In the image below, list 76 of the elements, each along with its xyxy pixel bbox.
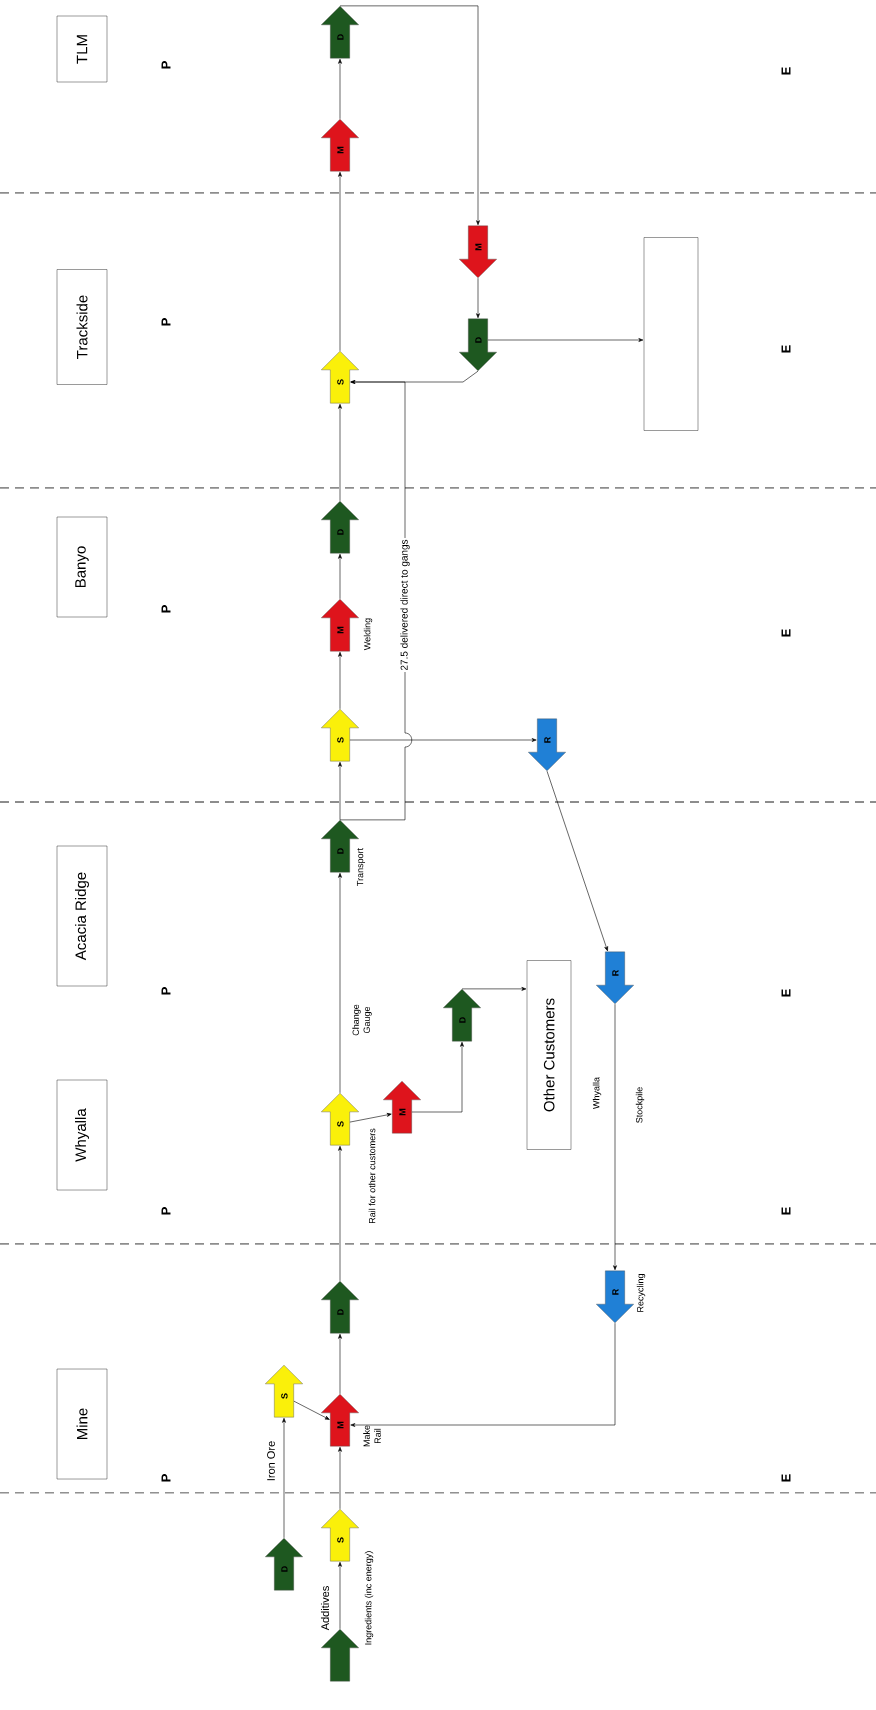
lane-letter: E bbox=[781, 345, 791, 353]
lane-letter: P bbox=[161, 987, 171, 995]
edge-label: 27.5 delivered direct to gangs bbox=[398, 537, 412, 673]
flow-arrow bbox=[339, 5, 480, 226]
step-block: S bbox=[321, 350, 359, 404]
flow-arrow bbox=[476, 277, 480, 319]
lane-letter: E bbox=[781, 1207, 791, 1215]
step-block: D bbox=[459, 318, 497, 372]
step-block: S bbox=[265, 1364, 303, 1418]
location-box: Mine bbox=[56, 1368, 108, 1480]
step-block: D bbox=[265, 1537, 303, 1591]
step-block: D bbox=[321, 1280, 359, 1334]
flow-arrow bbox=[349, 738, 537, 742]
location-box: Whyalla bbox=[56, 1079, 108, 1191]
area-label: Stockpile bbox=[635, 1087, 645, 1123]
customer-box: Other Customers bbox=[526, 960, 572, 1150]
flow-arrow bbox=[487, 338, 644, 342]
lane-letter: P bbox=[161, 1474, 171, 1482]
flow-arrow bbox=[613, 1003, 617, 1271]
flow-arrow bbox=[349, 1113, 392, 1123]
step-block: R bbox=[528, 718, 566, 772]
flow-arrow bbox=[338, 761, 342, 821]
flow-arrow bbox=[546, 770, 608, 952]
edge-label: Iron Ore bbox=[265, 1439, 277, 1483]
lane-letter: P bbox=[161, 61, 171, 69]
step-block: S bbox=[321, 708, 359, 762]
arrow-caption: Welding bbox=[363, 618, 373, 651]
step-block: M bbox=[383, 1080, 421, 1134]
step-block: D bbox=[321, 500, 359, 554]
flow-arrow bbox=[350, 1322, 616, 1427]
lane-letter: E bbox=[781, 1474, 791, 1482]
lane-letter: E bbox=[781, 989, 791, 997]
lane-letter: P bbox=[161, 318, 171, 326]
edge-label: Change Gauge bbox=[350, 1001, 374, 1039]
flow-arrow bbox=[338, 1446, 342, 1510]
flow-arrow bbox=[293, 1400, 330, 1420]
flow-arrow bbox=[338, 553, 342, 600]
step-block: S bbox=[321, 1092, 359, 1146]
step-block: R bbox=[596, 1270, 634, 1324]
location-box: TLM bbox=[56, 15, 108, 83]
step-block bbox=[321, 1628, 359, 1682]
flow-arrow bbox=[338, 872, 342, 1094]
step-block: D bbox=[443, 988, 481, 1042]
lane-letter: E bbox=[781, 629, 791, 637]
flow-arrow bbox=[350, 370, 479, 384]
flow-arrow bbox=[338, 1561, 342, 1630]
step-block: D bbox=[321, 5, 359, 59]
arrow-caption: Make Rail bbox=[363, 1425, 381, 1447]
lane-letter: P bbox=[161, 605, 171, 613]
step-block: M bbox=[321, 598, 359, 652]
location-box: Trackside bbox=[56, 269, 108, 385]
step-block: M bbox=[459, 225, 497, 279]
arrow-caption: Recycling bbox=[636, 1274, 646, 1312]
step-block: R bbox=[596, 951, 634, 1005]
flow-arrow bbox=[338, 403, 342, 502]
flow-arrow bbox=[461, 987, 527, 991]
step-block: S bbox=[321, 1508, 359, 1562]
lane-letter: P bbox=[161, 1207, 171, 1215]
flow-arrow bbox=[338, 1145, 342, 1282]
flow-arrow bbox=[411, 1041, 464, 1113]
flow-arrow bbox=[338, 171, 342, 352]
step-block: M bbox=[321, 118, 359, 172]
empty-box bbox=[643, 237, 699, 431]
edge-label: Additives bbox=[319, 1584, 331, 1632]
flow-arrow bbox=[338, 651, 342, 710]
area-label: Whyalla bbox=[592, 1077, 602, 1109]
location-box: Acacia Ridge bbox=[56, 845, 108, 987]
arrow-caption: Ingredients (inc energy) bbox=[364, 1551, 374, 1645]
arrow-caption: Rail for other customers bbox=[368, 1128, 376, 1224]
location-box: Banyo bbox=[56, 516, 108, 618]
lane-letter: E bbox=[781, 67, 791, 75]
flow-arrow bbox=[282, 1417, 286, 1539]
arrow-caption: Transport bbox=[356, 848, 366, 886]
flow-arrow bbox=[338, 58, 342, 120]
flow-arrow bbox=[338, 1333, 342, 1395]
step-block: M bbox=[321, 1393, 359, 1447]
